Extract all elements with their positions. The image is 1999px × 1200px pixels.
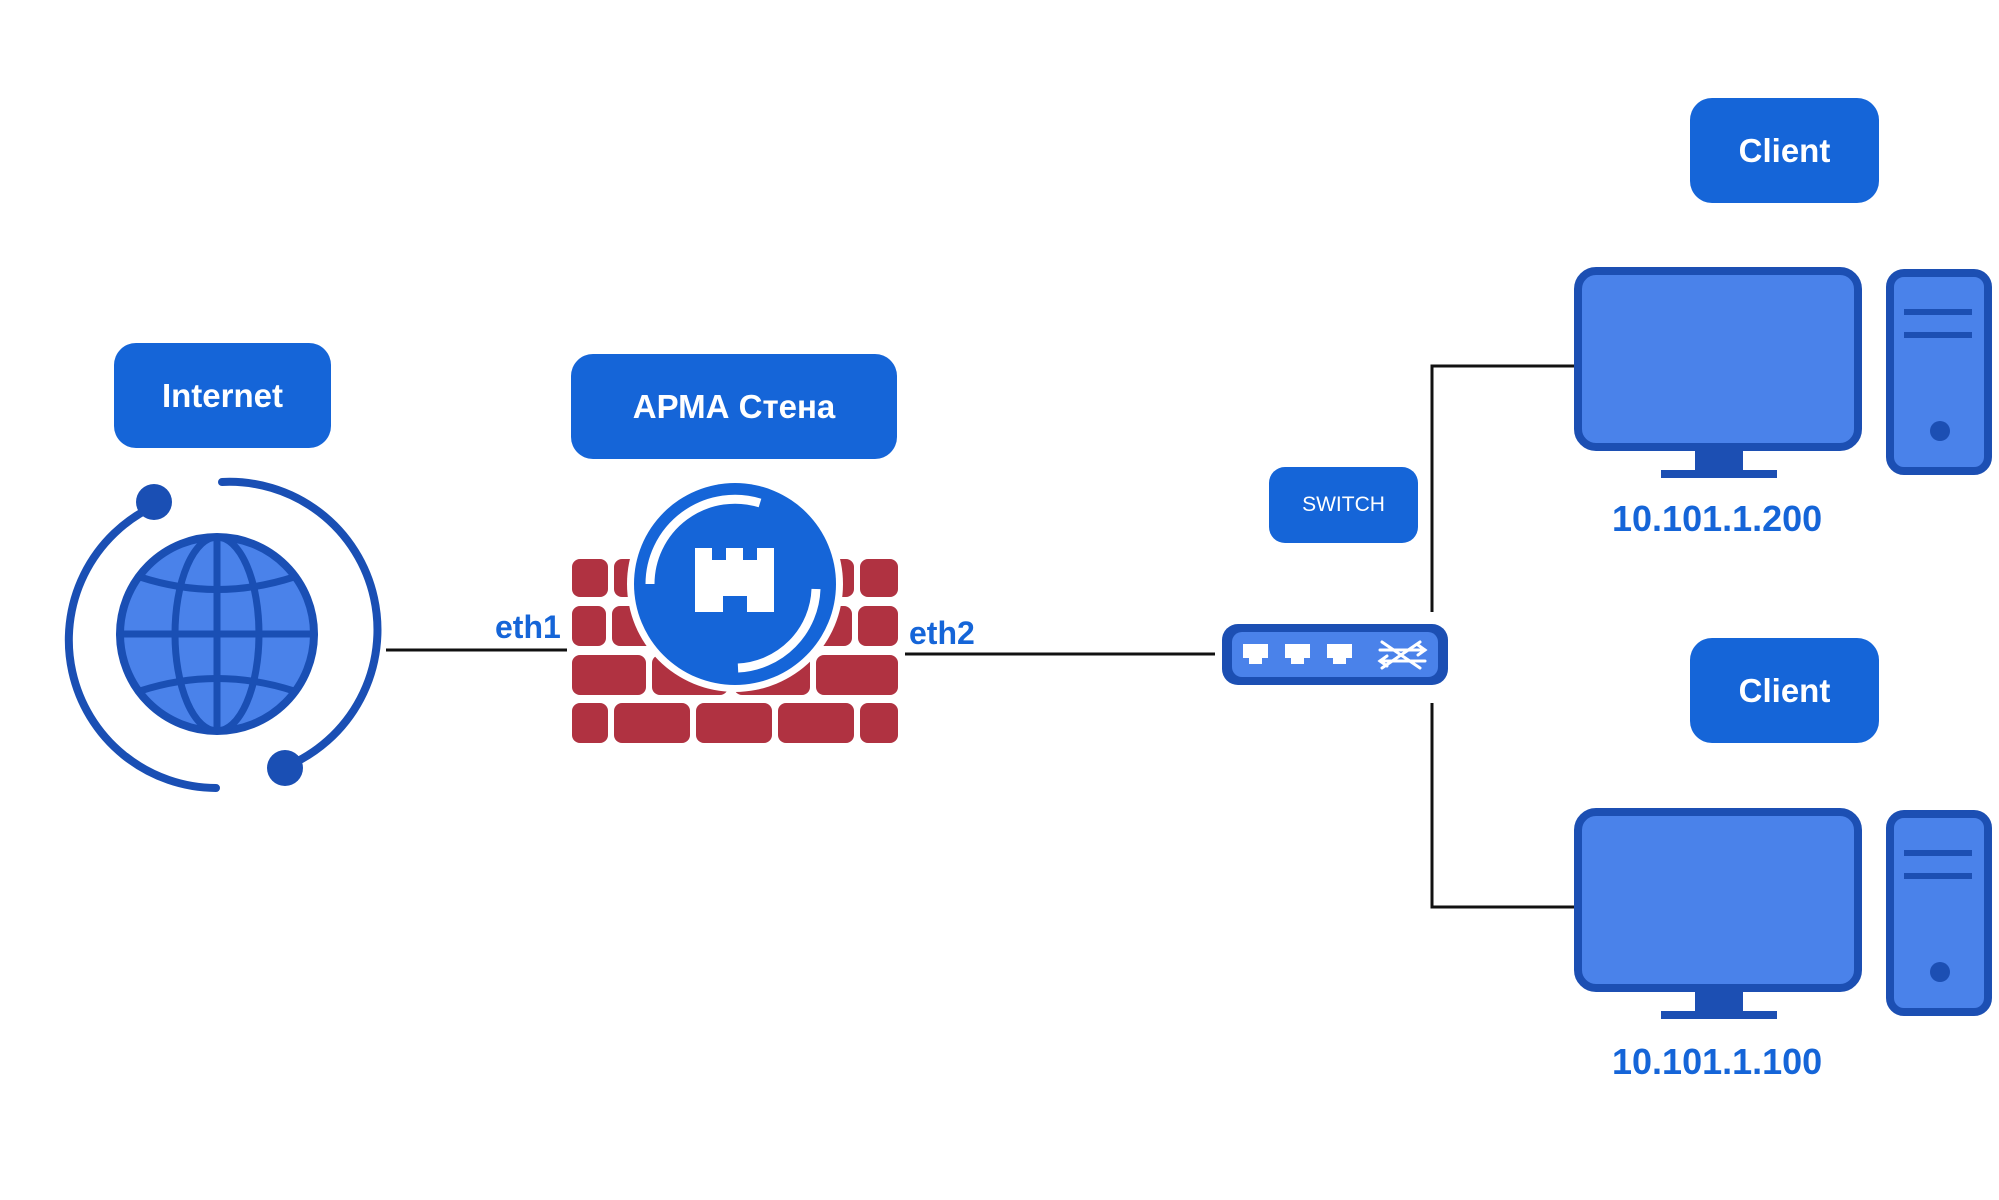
client-bottom-ip: 10.101.1.100 xyxy=(1612,1041,1823,1082)
connections xyxy=(386,364,1575,909)
link-switch-client-top xyxy=(1430,364,1575,612)
client-top-ip: 10.101.1.200 xyxy=(1612,498,1823,539)
desktop-computer-icon-bottom xyxy=(1574,808,1992,1019)
eth2-label: eth2 xyxy=(909,615,975,651)
client-top-label: Client xyxy=(1690,98,1879,203)
switch-label: SWITCH xyxy=(1269,467,1418,543)
client-bottom-label: Client xyxy=(1690,638,1879,743)
desktop-computer-icon-top xyxy=(1574,267,1992,478)
link-switch-client-bottom xyxy=(1430,703,1575,909)
network-switch-icon xyxy=(1222,624,1448,685)
firewall-brick-icon xyxy=(572,476,898,743)
eth1-label: eth1 xyxy=(495,609,561,645)
internet-label: Internet xyxy=(114,343,331,448)
firewall-label: АРМА Стена xyxy=(571,354,897,459)
globe-icon xyxy=(64,477,382,792)
